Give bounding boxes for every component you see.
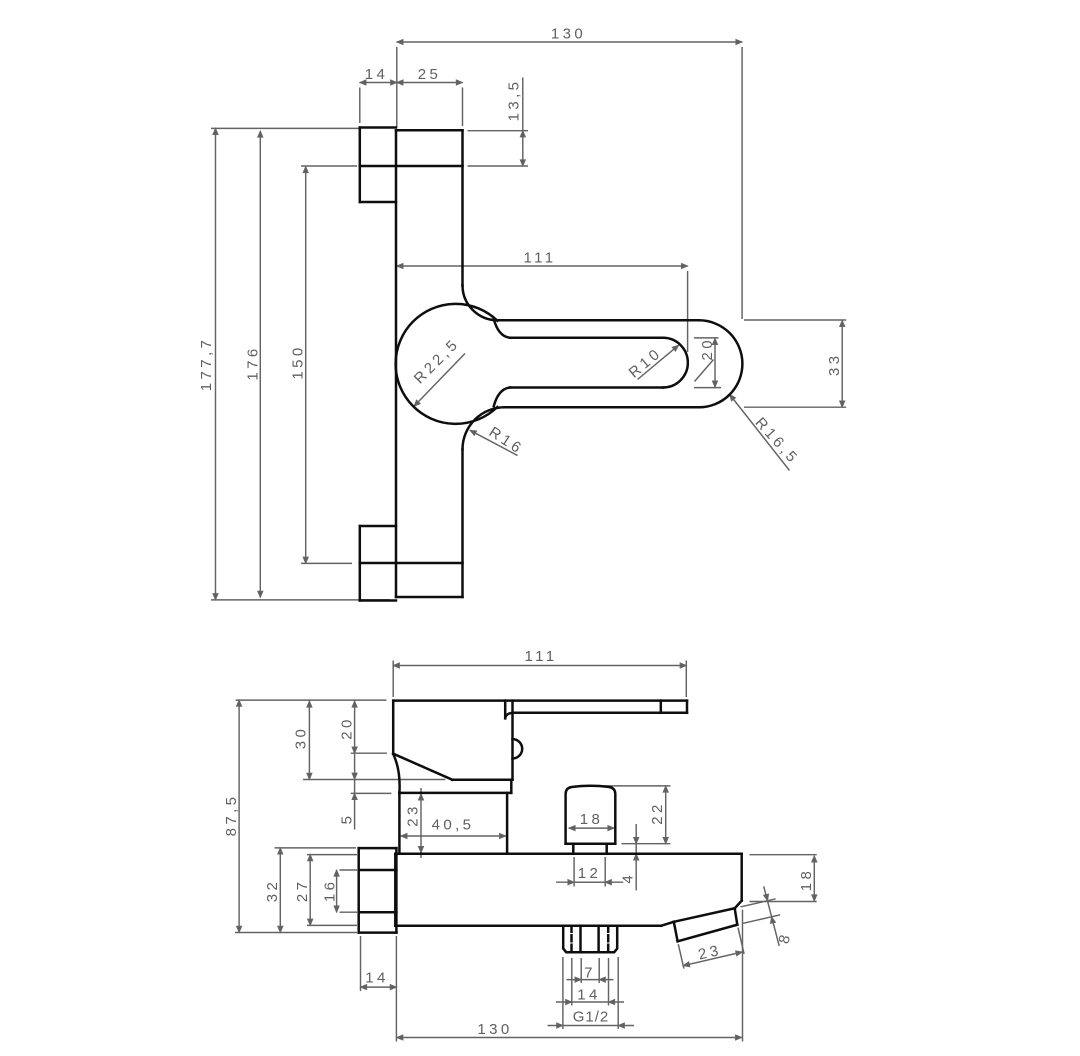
svg-text:18: 18 <box>798 868 815 892</box>
svg-text:22: 22 <box>649 801 666 825</box>
svg-text:150: 150 <box>290 344 307 379</box>
svg-text:23: 23 <box>405 803 422 827</box>
svg-text:111: 111 <box>524 648 557 665</box>
svg-text:176: 176 <box>245 345 262 380</box>
svg-text:111: 111 <box>523 250 556 267</box>
svg-text:25: 25 <box>418 66 442 83</box>
svg-text:23: 23 <box>697 942 724 964</box>
svg-text:14: 14 <box>365 970 389 987</box>
svg-text:8: 8 <box>775 930 794 946</box>
svg-text:177,7: 177,7 <box>198 337 215 392</box>
svg-text:13,5: 13,5 <box>506 79 523 122</box>
svg-text:130: 130 <box>551 26 586 43</box>
svg-text:12: 12 <box>578 865 602 882</box>
svg-text:7: 7 <box>584 965 596 982</box>
svg-text:20: 20 <box>339 716 356 740</box>
svg-text:16: 16 <box>322 879 339 903</box>
svg-text:27: 27 <box>294 879 311 903</box>
svg-text:14: 14 <box>577 987 601 1004</box>
svg-text:87,5: 87,5 <box>223 794 240 837</box>
svg-text:18: 18 <box>580 811 604 828</box>
svg-text:130: 130 <box>477 1021 512 1038</box>
svg-text:14: 14 <box>365 66 389 83</box>
svg-text:G1/2: G1/2 <box>573 1009 610 1026</box>
svg-text:30: 30 <box>293 726 310 750</box>
svg-text:20: 20 <box>699 337 716 361</box>
svg-text:32: 32 <box>264 879 281 903</box>
svg-text:4: 4 <box>620 872 637 884</box>
svg-text:40,5: 40,5 <box>432 817 475 834</box>
svg-text:5: 5 <box>339 813 356 825</box>
svg-text:33: 33 <box>826 353 843 377</box>
